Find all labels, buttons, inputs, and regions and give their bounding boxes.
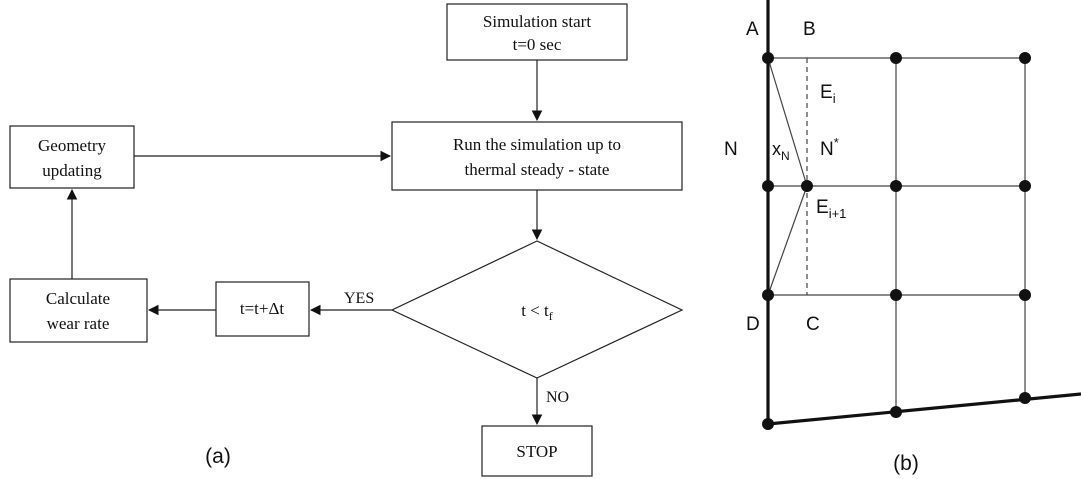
calc-box-line2: wear rate	[47, 314, 110, 333]
mesh-node	[1019, 52, 1031, 64]
geometry-box-line1: Geometry	[38, 136, 106, 155]
geometry-updating-box: Geometry updating	[9, 125, 135, 189]
run-box-line2: thermal steady - state	[465, 160, 610, 179]
mesh-node	[890, 52, 902, 64]
mesh-node	[890, 180, 902, 192]
mesh-node	[762, 418, 774, 430]
mesh-label-c: C	[806, 314, 820, 335]
calculate-wear-rate-box: Calculate wear rate	[9, 278, 148, 343]
decision-diamond: t < tf	[390, 240, 684, 379]
no-label: NO	[546, 389, 569, 406]
stop-label: STOP	[516, 442, 557, 461]
run-box-line1: Run the simulation up to	[453, 135, 621, 154]
caption-a: (a)	[205, 445, 231, 468]
mesh-label-n: N	[724, 139, 738, 160]
caption-b: (b)	[893, 452, 919, 475]
mesh-node	[762, 52, 774, 64]
mesh-node	[762, 289, 774, 301]
mesh-node	[1019, 289, 1031, 301]
increment-box: t=t+Δt	[215, 281, 310, 337]
mesh-label-b: B	[803, 19, 816, 40]
start-box-line1: Simulation start	[483, 12, 591, 31]
mesh-boundary-bottom	[767, 392, 1081, 426]
flowchart: Simulation start t=0 sec Run the simulat…	[9, 3, 684, 477]
geometry-box-line2: updating	[42, 161, 102, 180]
mesh-node	[890, 406, 902, 418]
mesh-node	[1019, 180, 1031, 192]
mesh-diagram: A B Ei N xN N* Ei+1 D C (b)	[724, 0, 1081, 475]
start-box-line2: t=0 sec	[513, 35, 562, 54]
mesh-node	[762, 180, 774, 192]
mesh-node	[890, 289, 902, 301]
decision-condition: t < tf	[521, 301, 553, 323]
increment-label: t=t+Δt	[240, 299, 285, 318]
mesh-slant-upper	[767, 57, 808, 187]
mesh-label-xn: xN	[772, 139, 790, 163]
mesh-slant-lower	[767, 185, 808, 296]
mesh-label-nstar: N*	[820, 135, 839, 160]
start-box: Simulation start t=0 sec	[446, 3, 628, 61]
stop-box: STOP	[481, 425, 593, 477]
mesh-label-a: A	[746, 19, 759, 40]
run-simulation-box: Run the simulation up to thermal steady …	[391, 121, 683, 191]
mesh-label-ei: Ei	[820, 82, 836, 106]
calc-box-line1: Calculate	[46, 289, 110, 308]
mesh-node	[1019, 392, 1031, 404]
yes-label: YES	[344, 290, 374, 307]
mesh-node-nstar	[801, 180, 813, 192]
mesh-label-ei1: Ei+1	[816, 197, 846, 221]
mesh-label-d: D	[746, 314, 760, 335]
